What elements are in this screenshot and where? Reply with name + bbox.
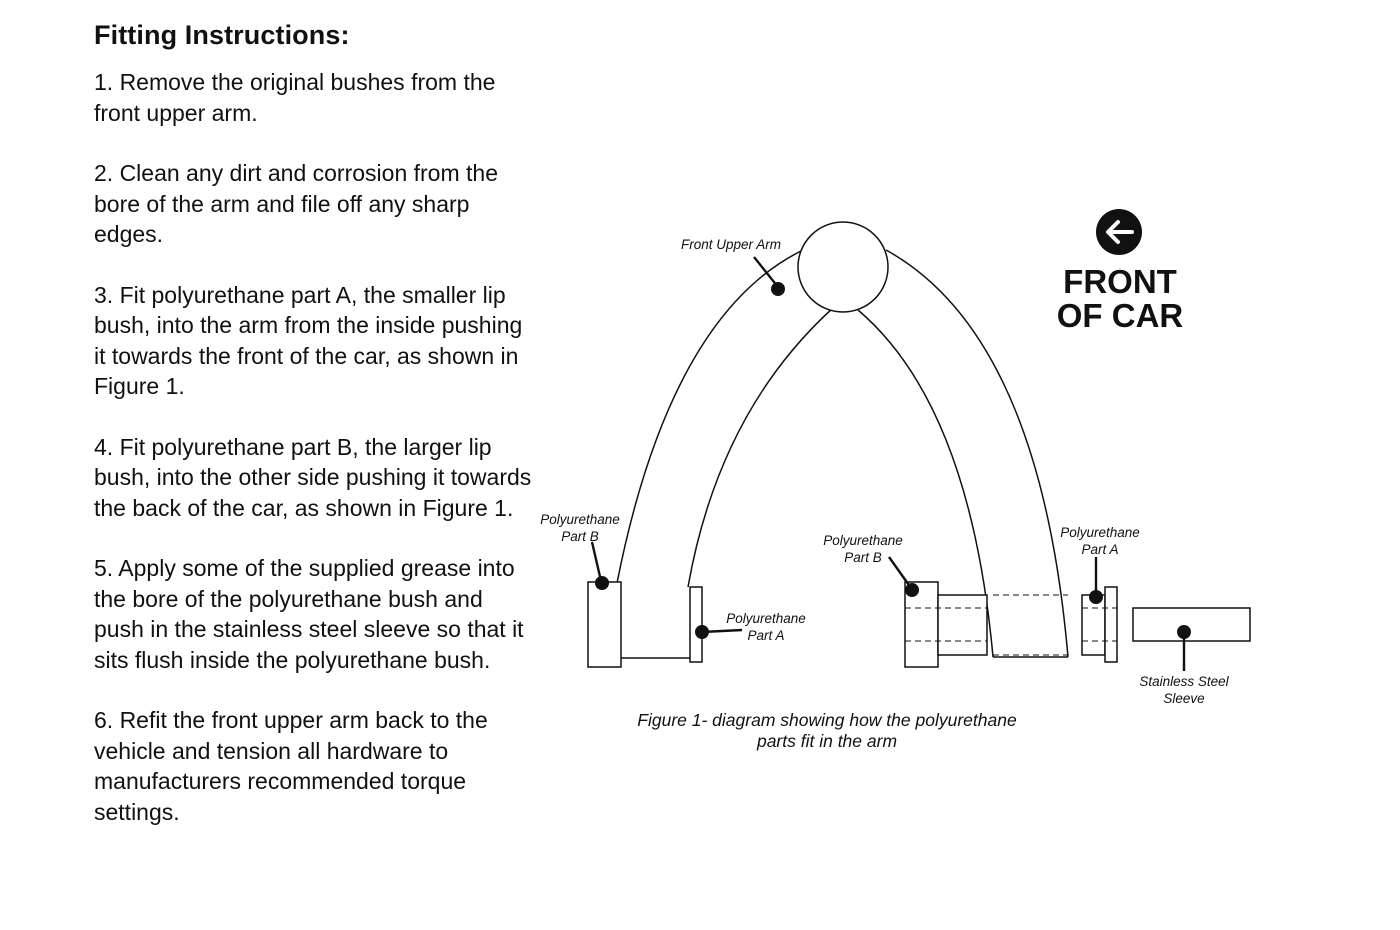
left-part-a-shape: [689, 586, 703, 663]
dot-left-part-a: [695, 625, 709, 639]
dot-front-upper-arm: [771, 282, 785, 296]
label-front-upper-arm: Front Upper Arm: [680, 237, 782, 252]
figure-caption: Figure 1- diagram showing how the polyur…: [637, 710, 1017, 751]
dot-right-part-b: [905, 583, 919, 597]
arm-outer-arc-right: [885, 249, 1069, 658]
arm-diagram-drawing: [587, 209, 1251, 671]
figure-1-diagram: Front Upper Arm Polyurethane Part B Poly…: [520, 195, 1280, 765]
step-3: 3. Fit polyurethane part A, the smaller …: [94, 281, 523, 400]
label-left-part-b: Polyurethane Part B: [540, 512, 620, 544]
dot-left-part-b: [595, 576, 609, 590]
label-right-part-a: Polyurethane Part A: [1060, 525, 1140, 557]
leader-front-upper-arm: [753, 256, 779, 288]
dot-sleeve: [1177, 625, 1191, 639]
right-part-b-body: [937, 594, 988, 656]
arm-inner-arc-left: [687, 299, 843, 588]
fitting-instructions: Fitting Instructions: 1. Remove the orig…: [94, 20, 534, 857]
instruction-steps: 1. Remove the original bushes from the f…: [94, 67, 534, 827]
label-left-part-a: Polyurethane Part A: [726, 611, 806, 643]
step-6: 6. Refit the front upper arm back to the…: [94, 707, 488, 825]
dot-right-part-a: [1089, 590, 1103, 604]
right-part-a-flange: [1104, 586, 1118, 663]
upper-bushing-circle: [797, 221, 889, 313]
instructions-title: Fitting Instructions:: [94, 20, 350, 50]
label-right-part-b: Polyurethane Part B: [823, 533, 903, 565]
label-stainless-sleeve: Stainless Steel Sleeve: [1139, 674, 1229, 706]
stainless-sleeve-shape: [1132, 607, 1251, 642]
right-part-a-body: [1081, 594, 1106, 656]
leader-right-part-b: [888, 556, 912, 589]
leader-left-part-b: [590, 541, 603, 582]
front-of-car-label: FRONT OF CAR: [1056, 263, 1184, 334]
step-5: 5. Apply some of the supplied grease int…: [94, 555, 524, 673]
arm-outer-arc-left: [616, 249, 804, 584]
arrow-left-circle-icon: [1096, 209, 1142, 255]
left-part-b-shape: [587, 581, 622, 668]
step-4: 4. Fit polyurethane part B, the larger l…: [94, 433, 532, 521]
step-2: 2. Clean any dirt and corrosion from the…: [94, 160, 498, 247]
arm-inner-arc-right: [857, 309, 994, 658]
step-1: 1. Remove the original bushes from the f…: [94, 69, 496, 126]
